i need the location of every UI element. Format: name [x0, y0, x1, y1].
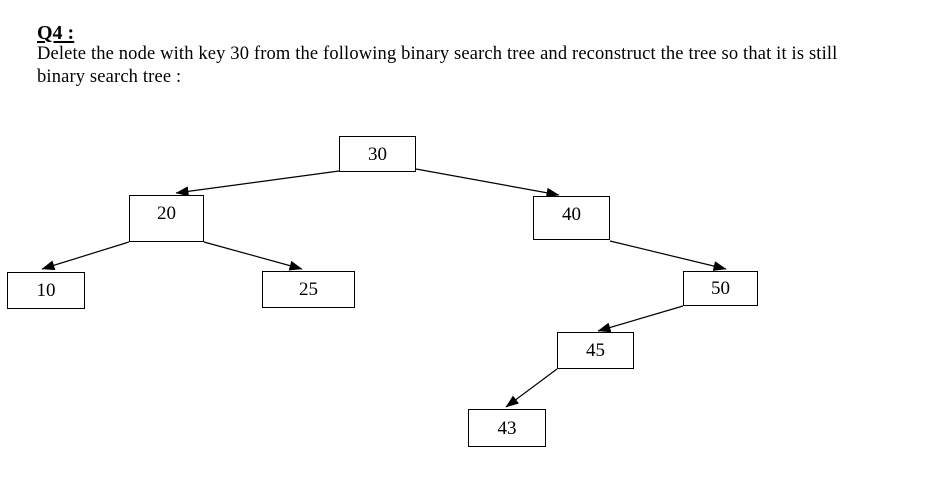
question-number: Q4 :	[37, 22, 75, 44]
tree-node-10: 10	[7, 272, 85, 309]
question-text-line-1: Delete the node with key 30 from the fol…	[37, 44, 838, 64]
tree-edge-45-43	[505, 368, 558, 408]
tree-edge-30-40	[415, 168, 560, 198]
tree-edge-20-10	[41, 241, 130, 271]
tree-node-25: 25	[262, 271, 355, 308]
tree-edge-50-45	[597, 305, 684, 333]
tree-node-50: 50	[683, 271, 758, 306]
tree-edge-40-50	[609, 240, 727, 271]
tree-edge-30-20	[175, 170, 340, 197]
tree-node-45: 45	[557, 332, 634, 369]
question-text: Delete the node with key 30 from the fol…	[37, 43, 837, 89]
tree-node-40: 40	[533, 196, 610, 240]
question-text-line-2: binary search tree :	[37, 67, 182, 87]
tree-edge-20-25	[203, 241, 303, 271]
tree-node-20: 20	[129, 195, 204, 242]
tree-node-43: 43	[468, 409, 546, 447]
tree-node-30: 30	[339, 136, 416, 172]
